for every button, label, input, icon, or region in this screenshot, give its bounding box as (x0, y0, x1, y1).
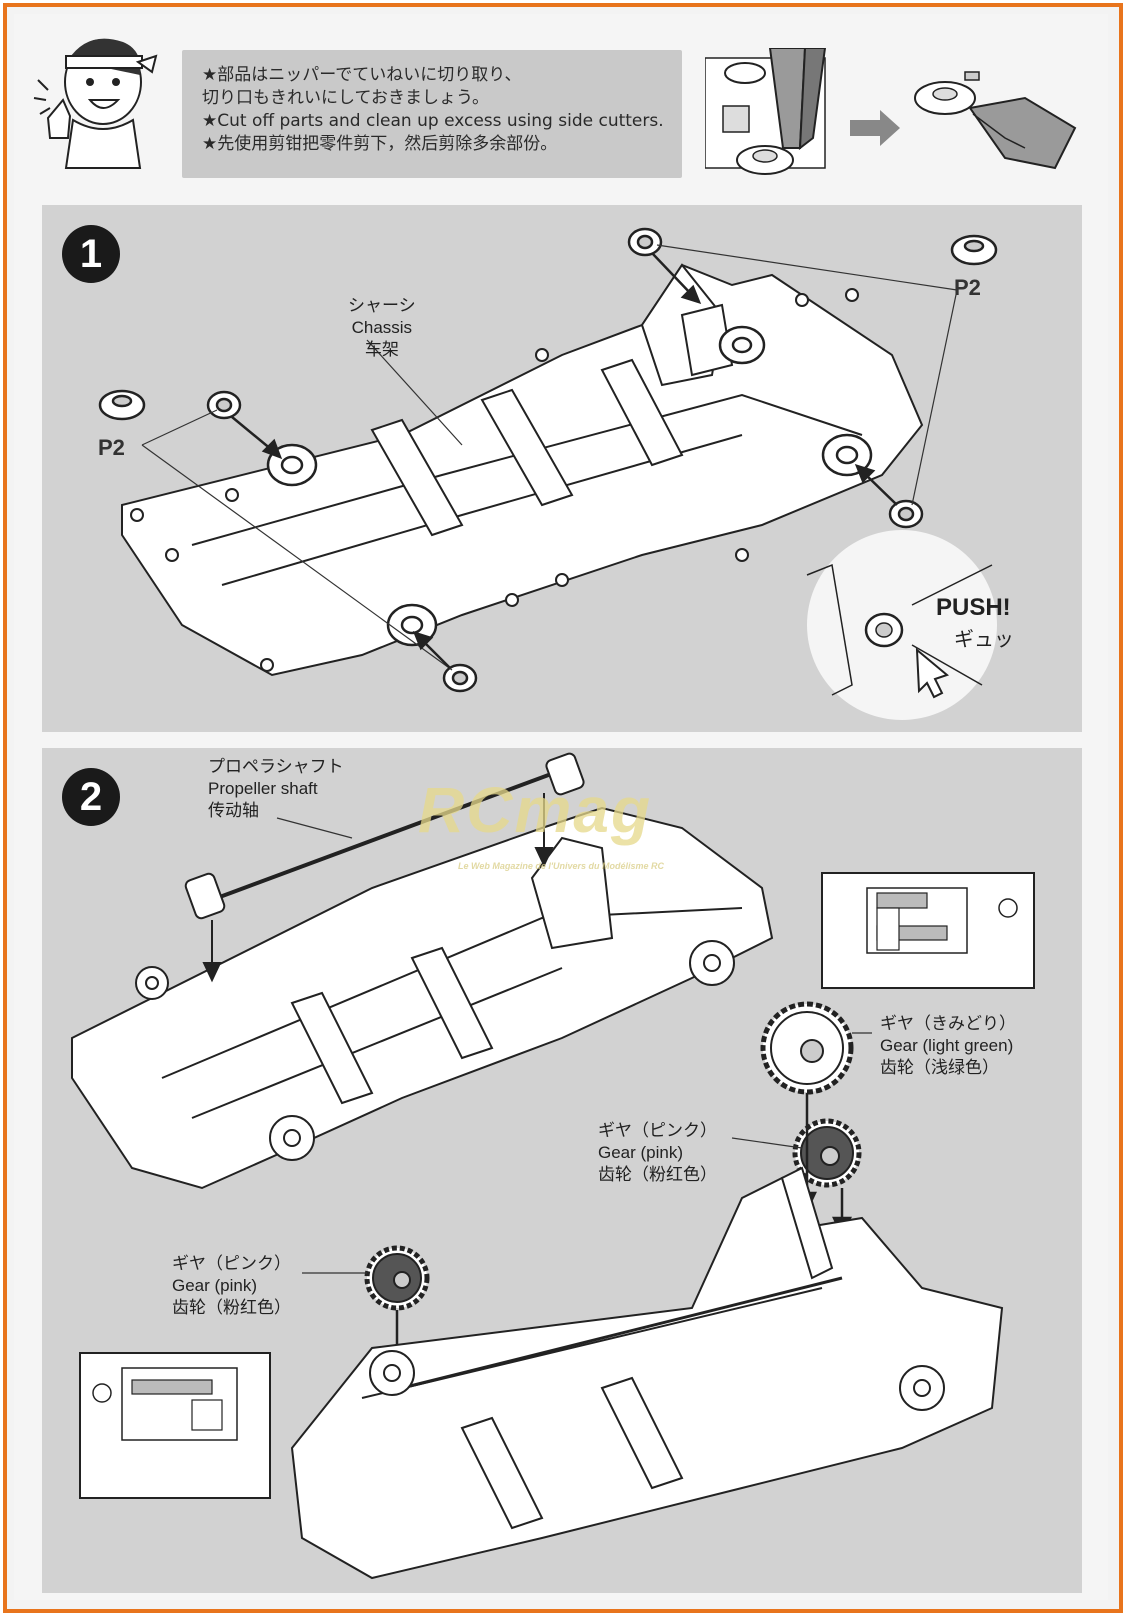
gear-light-green-label-cn: 齿轮（浅绿色） (880, 1058, 999, 1077)
gear-pink-label-1-en: Gear (pink) (598, 1143, 684, 1162)
watermark-logo: RCmag (418, 774, 653, 846)
step-2-panel: 2 (42, 748, 1082, 1593)
chassis-label-jp: シャーシ (348, 296, 416, 315)
rcmag-watermark: RCmag Le Web Magazine de l'Univers du Mo… (418, 774, 708, 871)
chassis-label: シャーシ Chassis 车架 (348, 295, 416, 361)
propeller-shaft-label-cn: 传动轴 (208, 801, 259, 820)
gear-light-green-label-jp: ギヤ（きみどり） (880, 1014, 1016, 1033)
chassis-label-cn: 车架 (364, 340, 399, 359)
notice-line-jp-1: ★部品はニッパーでていねいに切り取り、 (202, 65, 522, 85)
gear-pink-label-2-en: Gear (pink) (172, 1276, 258, 1295)
gear-pink-label-2-jp: ギヤ（ピンク） (172, 1254, 291, 1273)
side-cutter-illustration (705, 48, 1085, 190)
chassis-assembly-diagram (98, 227, 998, 720)
notice-line-en: ★Cut off parts and clean up excess using… (202, 111, 664, 131)
cutting-notice: ★部品はニッパーでていねいに切り取り、 切り口もきれいにしておきましょう。 ★C… (182, 50, 682, 178)
watermark-tagline: Le Web Magazine de l'Univers du Modélism… (458, 861, 665, 871)
step-1-panel: 1 (42, 205, 1082, 732)
propeller-shaft-label-en: Propeller shaft (208, 779, 318, 798)
gear-pink-label-1-cn: 齿轮（粉红色） (598, 1165, 717, 1184)
gear-assembly-diagram (71, 752, 1035, 1580)
notice-line-cn: ★先使用剪钳把零件剪下，然后剪除多余部份。 (202, 134, 558, 154)
gear-light-green-label-en: Gear (light green) (880, 1036, 1014, 1055)
propeller-shaft-label-jp: プロペラシャフト (208, 757, 344, 776)
gear-pink-label-2: ギヤ（ピンク） Gear (pink) 齿轮（粉红色） (172, 1253, 291, 1319)
step-1-number: 1 (62, 225, 120, 283)
part-code-p2-right: P2 (954, 275, 981, 300)
push-label: PUSH! (936, 594, 1011, 621)
step-2-number: 2 (62, 768, 120, 826)
notice-line-jp-2: 切り口もきれいにしておきましょう。 (202, 88, 489, 108)
gear-light-green-label: ギヤ（きみどり） Gear (light green) 齿轮（浅绿色） (880, 1013, 1016, 1079)
push-label-jp: ギュッ (954, 629, 1014, 651)
gear-pink-label-2-cn: 齿轮（粉红色） (172, 1298, 291, 1317)
mascot-illustration (33, 38, 158, 169)
gear-pink-label-1-jp: ギヤ（ピンク） (598, 1121, 717, 1140)
chassis-label-en: Chassis (351, 318, 413, 337)
part-code-p2-left: P2 (98, 435, 125, 460)
gear-pink-label-1: ギヤ（ピンク） Gear (pink) 齿轮（粉红色） (598, 1120, 717, 1186)
propeller-shaft-label: プロペラシャフト Propeller shaft 传动轴 (208, 756, 344, 822)
